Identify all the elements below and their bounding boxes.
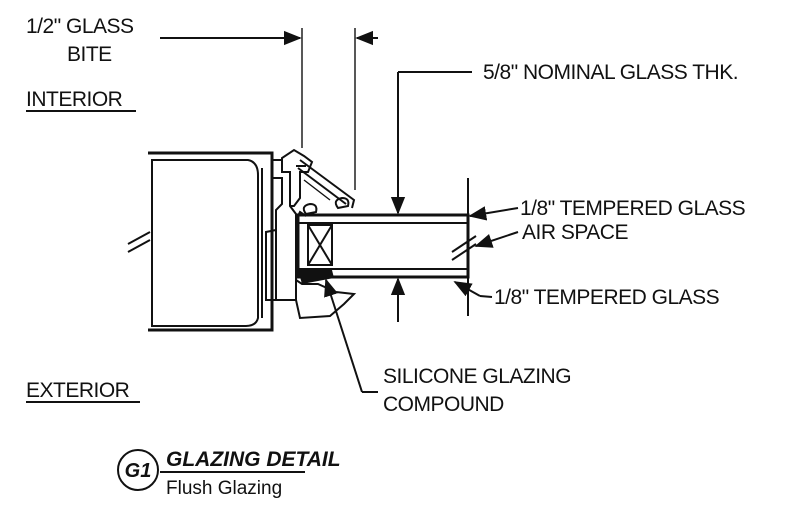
title-block: G1 GLAZING DETAIL Flush Glazing — [117, 448, 341, 499]
break-symbol-right — [451, 235, 477, 261]
detail-subtitle: Flush Glazing — [166, 478, 282, 499]
spacer-block — [307, 224, 333, 266]
leader-silicone — [324, 278, 378, 393]
detail-badge: G1 — [125, 460, 152, 482]
detail-badge-circle — [117, 449, 159, 491]
glass-bite-label-line1: 1/2" GLASS — [26, 15, 134, 38]
tempered-glass-top-label: 1/8" TEMPERED GLASS — [520, 197, 746, 220]
silicone-compound-bead — [298, 270, 334, 284]
door-panel — [148, 151, 274, 332]
leader-tempered-bottom — [453, 281, 493, 298]
glazing-stop-profile — [265, 148, 357, 320]
interior-label: INTERIOR — [26, 88, 123, 111]
tempered-glass-bottom-label: 1/8" TEMPERED GLASS — [494, 286, 720, 309]
nominal-thickness-dimension — [390, 71, 472, 322]
detail-title: GLAZING DETAIL — [166, 448, 341, 471]
silicone-label-line2: COMPOUND — [383, 393, 504, 416]
exterior-label: EXTERIOR — [26, 379, 130, 402]
air-space-label: AIR SPACE — [522, 221, 628, 244]
leader-air-space — [474, 231, 519, 248]
leader-tempered-top — [468, 206, 519, 221]
break-symbol-left — [127, 231, 151, 253]
glass-bite-label-line2: BITE — [67, 43, 112, 66]
nominal-thickness-label: 5/8" NOMINAL GLASS THK. — [483, 61, 738, 84]
glass-bite-dimension — [160, 28, 378, 190]
insulated-glass-unit — [296, 178, 470, 316]
silicone-label-line1: SILICONE GLAZING — [383, 365, 571, 388]
